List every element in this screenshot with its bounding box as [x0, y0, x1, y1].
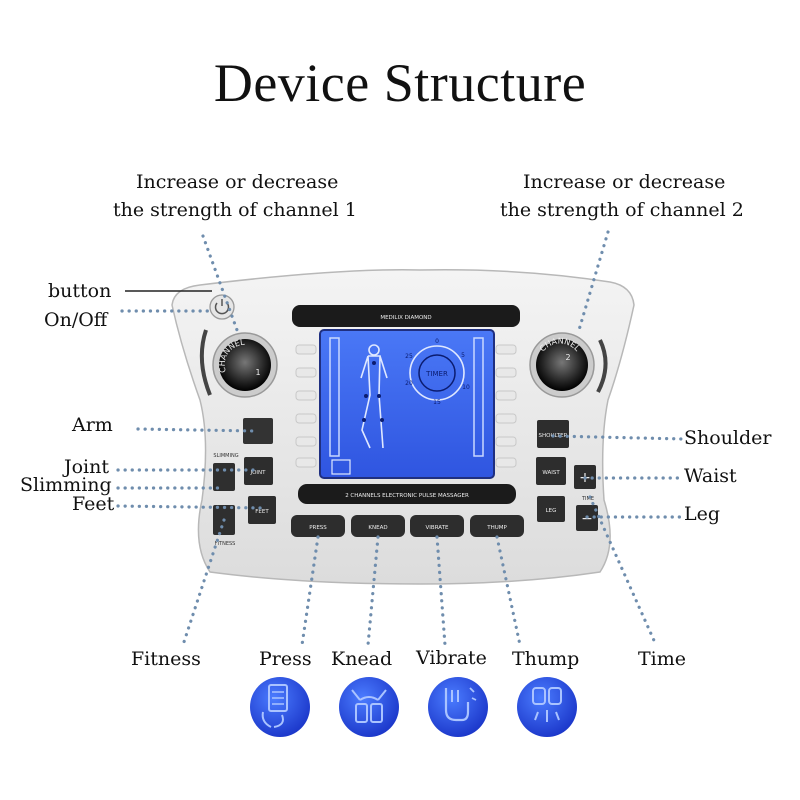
- svg-text:0: 0: [435, 338, 439, 345]
- svg-text:WAIST: WAIST: [542, 470, 560, 476]
- thump-button[interactable]: THUMP: [470, 515, 524, 537]
- lcd-screen: [319, 329, 495, 479]
- shoulder-label: Shoulder: [684, 427, 772, 449]
- svg-text:KNEAD: KNEAD: [368, 525, 387, 531]
- knead-button[interactable]: KNEAD: [351, 515, 405, 537]
- page-title: Device Structure: [213, 53, 587, 113]
- vibrate-icon: [428, 677, 488, 737]
- svg-text:TIME: TIME: [581, 496, 594, 502]
- svg-text:15: 15: [433, 399, 441, 406]
- joint-button[interactable]: JOINT: [244, 457, 273, 485]
- model-banner: [298, 484, 516, 504]
- slimming-label: Slimming: [20, 474, 112, 496]
- shoulder-button[interactable]: SHOULTER: [537, 420, 569, 448]
- onoff-label: On/Off: [44, 309, 108, 331]
- brand-text: MEDILIX DIAMOND: [380, 315, 431, 321]
- press-label: Press: [259, 648, 312, 670]
- svg-text:1: 1: [255, 368, 260, 377]
- svg-text:10: 10: [462, 384, 470, 391]
- channel-2-knob[interactable]: CHANNEL 2: [529, 332, 595, 398]
- waist-button[interactable]: WAIST: [536, 457, 566, 485]
- channel1-label-line1: Increase or decrease: [136, 171, 339, 193]
- svg-text:TIMER: TIMER: [425, 370, 448, 378]
- arm-button[interactable]: [243, 418, 273, 444]
- svg-text:VIBRATE: VIBRATE: [426, 525, 449, 531]
- svg-text:5: 5: [461, 352, 465, 359]
- knead-icon: [339, 677, 399, 737]
- thump-label: Thump: [512, 648, 580, 670]
- press-button[interactable]: PRESS: [291, 515, 345, 537]
- press-icon: [250, 677, 310, 737]
- time-label: Time: [638, 648, 687, 670]
- svg-text:20: 20: [405, 380, 413, 387]
- svg-text:LEG: LEG: [546, 508, 557, 514]
- leg-label: Leg: [684, 503, 721, 525]
- svg-text:25: 25: [405, 353, 413, 360]
- vibrate-button[interactable]: VIBRATE: [410, 515, 464, 537]
- vibrate-label: Vibrate: [416, 647, 487, 669]
- feet-label: Feet: [72, 493, 115, 515]
- channel2-label-line2: the strength of channel 2: [500, 199, 744, 221]
- fitness-label: Fitness: [131, 648, 201, 670]
- waist-label: Waist: [684, 465, 737, 487]
- svg-text:JOINT: JOINT: [249, 470, 266, 476]
- slimming-button[interactable]: [213, 463, 235, 491]
- feet-button[interactable]: FEET: [248, 496, 276, 524]
- svg-text:2 CHANNELS ELECTRONIC PULSE MA: 2 CHANNELS ELECTRONIC PULSE MASSAGER: [345, 493, 469, 499]
- svg-text:FITNESS: FITNESS: [215, 541, 236, 547]
- svg-text:PRESS: PRESS: [309, 525, 327, 531]
- svg-text:2: 2: [565, 353, 570, 362]
- thump-icon: [517, 677, 577, 737]
- arm-label: Arm: [72, 414, 113, 436]
- body-figure-icon: [360, 344, 388, 449]
- svg-text:FEET: FEET: [255, 509, 269, 515]
- svg-text:−: −: [581, 511, 593, 527]
- svg-text:THUMP: THUMP: [486, 525, 507, 531]
- channel2-label-line1: Increase or decrease: [523, 171, 726, 193]
- knead-label: Knead: [331, 648, 393, 670]
- brand-strip: [292, 305, 520, 327]
- button-label: button: [48, 280, 112, 302]
- leg-button[interactable]: LEG: [537, 496, 565, 522]
- svg-text:SLIMMING: SLIMMING: [213, 453, 238, 459]
- callout-lines: [116, 230, 686, 647]
- power-button[interactable]: [209, 294, 235, 320]
- timer-dial: TIMER 0 5 10 15 20 25: [405, 338, 470, 406]
- channel1-label-line2: the strength of channel 1: [113, 199, 357, 221]
- joint-label: Joint: [64, 456, 110, 478]
- channel-1-knob[interactable]: CHANNEL 1: [212, 332, 278, 398]
